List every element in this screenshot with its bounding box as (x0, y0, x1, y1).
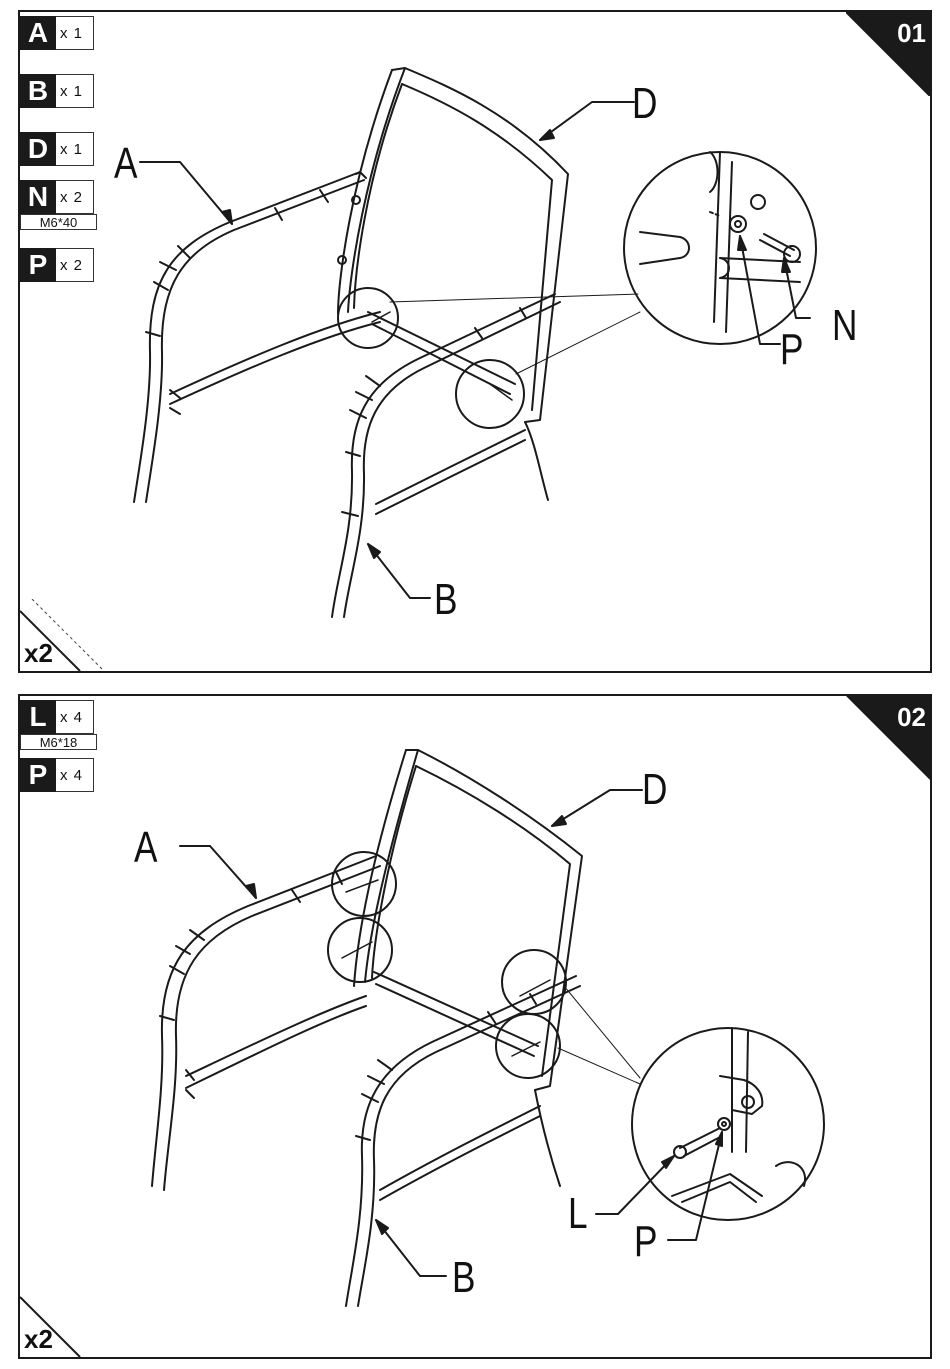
zoom-detail-view (624, 152, 816, 344)
callout-label-n: N (832, 304, 857, 348)
step-1-panel: A x 1 B x 1 D x 1 N x 2 M6*40 P x 2 01 (18, 10, 932, 673)
detail-marker-circle (456, 360, 524, 428)
detail-marker-circle (502, 950, 566, 1014)
callout-label-a: A (114, 142, 137, 186)
callout-label-l: L (568, 1192, 588, 1236)
callout-label-d: D (632, 82, 657, 126)
callout-label-d: D (642, 768, 667, 812)
callout-label-p: P (634, 1220, 657, 1264)
armrest-frame-part-b (332, 294, 560, 617)
armrest-frame-part-a (152, 856, 380, 1190)
backrest-part-d (354, 750, 582, 1090)
detail-marker-circle (328, 918, 392, 982)
callout-label-p: P (780, 328, 803, 372)
leader-line-a (180, 846, 256, 898)
step-2-panel: L x 4 M6*18 P x 4 02 x2 (18, 694, 932, 1359)
callout-label-a: A (134, 826, 157, 870)
callout-label-b: B (452, 1256, 475, 1300)
armrest-frame-part-a (134, 172, 380, 502)
backrest-part-d (338, 68, 568, 422)
leader-line-l (596, 1156, 674, 1214)
leader-line-d (540, 102, 634, 140)
detail-marker-circle (338, 288, 398, 348)
callout-label-b: B (434, 578, 457, 622)
leader-line-a (140, 162, 232, 224)
leader-line-d (552, 790, 642, 826)
detail-marker-circle (496, 1014, 560, 1078)
zoom-detail-view (632, 1028, 824, 1220)
